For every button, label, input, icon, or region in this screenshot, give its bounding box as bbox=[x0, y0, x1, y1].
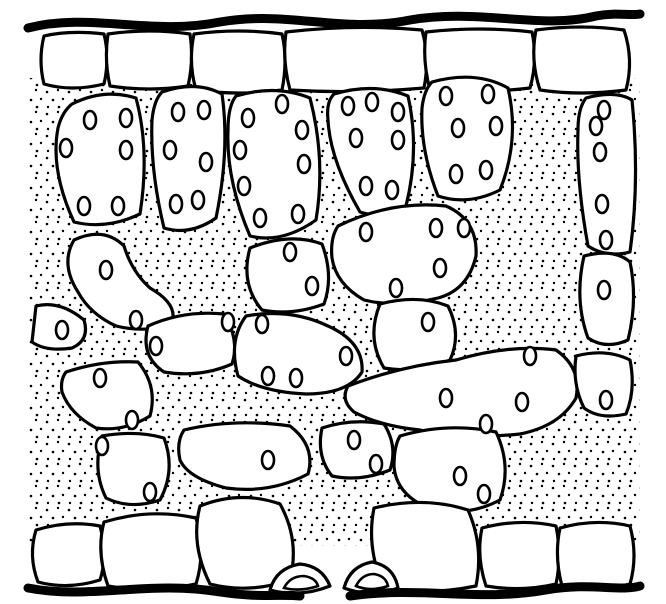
chloroplast bbox=[198, 101, 210, 119]
chloroplast bbox=[200, 153, 212, 171]
chloroplast bbox=[298, 155, 310, 173]
chloroplast bbox=[130, 311, 142, 329]
spongy-cell bbox=[179, 423, 310, 490]
chloroplast bbox=[100, 261, 112, 279]
epidermal-cell bbox=[41, 32, 107, 88]
chloroplast bbox=[590, 117, 602, 135]
chloroplast bbox=[292, 205, 304, 223]
epidermal-cell bbox=[106, 31, 191, 89]
chloroplast bbox=[56, 321, 68, 339]
chloroplast bbox=[60, 139, 72, 157]
chloroplast bbox=[480, 415, 492, 433]
chloroplast bbox=[126, 411, 138, 429]
epidermal-cell bbox=[480, 522, 559, 588]
chloroplast bbox=[170, 195, 182, 213]
chloroplast bbox=[238, 177, 250, 195]
chloroplast bbox=[598, 101, 610, 119]
chloroplast bbox=[242, 109, 254, 127]
epidermal-cell bbox=[285, 27, 427, 91]
chloroplast bbox=[256, 315, 268, 333]
chloroplast bbox=[84, 111, 96, 129]
chloroplast bbox=[490, 117, 502, 135]
chloroplast bbox=[94, 369, 106, 387]
chloroplast bbox=[144, 483, 156, 501]
lower-cuticle bbox=[28, 586, 640, 596]
chloroplast bbox=[524, 347, 536, 365]
chloroplast bbox=[78, 197, 90, 215]
chloroplast bbox=[596, 195, 608, 213]
chloroplast bbox=[516, 393, 528, 411]
chloroplast bbox=[422, 313, 434, 331]
epidermal-cell bbox=[32, 524, 104, 586]
chloroplast bbox=[440, 87, 452, 105]
chloroplast bbox=[348, 431, 360, 449]
chloroplast bbox=[366, 93, 378, 111]
upper-cuticle bbox=[28, 14, 640, 28]
chloroplast bbox=[478, 485, 490, 503]
epidermal-cell bbox=[101, 514, 201, 590]
chloroplast bbox=[192, 191, 204, 209]
chloroplast bbox=[254, 209, 266, 227]
chloroplast bbox=[454, 467, 466, 485]
chloroplast bbox=[234, 141, 246, 159]
chloroplast bbox=[482, 85, 494, 103]
chloroplast bbox=[458, 219, 470, 237]
chloroplast bbox=[360, 177, 372, 195]
chloroplast bbox=[296, 121, 308, 139]
stomata bbox=[270, 562, 398, 593]
chloroplast bbox=[600, 231, 612, 249]
chloroplast bbox=[290, 369, 302, 387]
spongy-cell bbox=[332, 205, 477, 304]
chloroplast bbox=[392, 103, 404, 121]
chloroplast bbox=[452, 119, 464, 137]
chloroplast bbox=[450, 165, 462, 183]
chloroplast bbox=[594, 143, 606, 161]
chloroplast bbox=[370, 455, 382, 473]
chloroplast bbox=[306, 277, 318, 295]
chloroplast bbox=[120, 109, 132, 127]
chloroplast bbox=[340, 347, 352, 365]
chloroplast bbox=[96, 437, 108, 455]
chloroplast bbox=[598, 281, 610, 299]
upper-epidermis bbox=[41, 27, 630, 93]
epidermal-cell bbox=[557, 522, 634, 588]
palisade-cell bbox=[422, 77, 513, 200]
chloroplast bbox=[150, 337, 162, 355]
chloroplast bbox=[120, 141, 132, 159]
chloroplast bbox=[164, 141, 176, 159]
chloroplast bbox=[112, 197, 124, 215]
epidermal-cell bbox=[191, 31, 285, 93]
spongy-cell bbox=[374, 299, 456, 369]
chloroplast bbox=[342, 97, 354, 115]
epidermal-cell bbox=[534, 27, 630, 93]
chloroplast bbox=[434, 259, 446, 277]
chloroplast bbox=[284, 243, 296, 261]
chloroplast bbox=[172, 103, 184, 121]
chloroplast bbox=[262, 367, 274, 385]
chloroplast bbox=[600, 391, 612, 409]
chloroplast bbox=[390, 279, 402, 297]
chloroplast bbox=[430, 219, 442, 237]
chloroplast bbox=[392, 131, 404, 149]
chloroplast bbox=[386, 181, 398, 199]
chloroplast bbox=[350, 129, 362, 147]
chloroplast bbox=[480, 161, 492, 179]
chloroplast bbox=[222, 313, 234, 331]
chloroplast bbox=[440, 389, 452, 407]
chloroplast bbox=[360, 223, 372, 241]
chloroplast bbox=[276, 95, 288, 113]
chloroplast bbox=[262, 451, 274, 469]
palisade-cell bbox=[152, 86, 225, 230]
